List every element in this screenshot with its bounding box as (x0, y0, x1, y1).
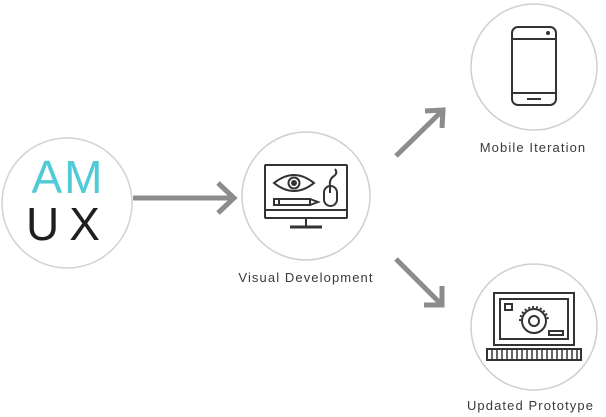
monitor-eye-icon (264, 164, 348, 229)
logo-circle (1, 137, 133, 269)
updated-prototype-node (470, 263, 598, 391)
arrow-visual-to-mobile (394, 107, 446, 158)
smartphone-icon (511, 26, 557, 106)
visual-development-node (241, 131, 371, 261)
logo-node: AM UX (1, 137, 133, 269)
mobile-iteration-node (470, 3, 598, 131)
arrow-logo-to-visual (133, 181, 238, 215)
logo-am-text: AM (32, 151, 105, 203)
visual-development-circle (241, 131, 371, 261)
mobile-iteration-circle (470, 3, 598, 131)
laptop-camera-icon (486, 292, 582, 361)
mobile-iteration-label: Mobile Iteration (479, 140, 587, 155)
updated-prototype-label: Updated Prototype (466, 398, 595, 413)
arrow-visual-to-updated (394, 257, 445, 308)
visual-development-label: Visual Development (238, 270, 374, 285)
logo-ux-text: UX (26, 198, 110, 250)
